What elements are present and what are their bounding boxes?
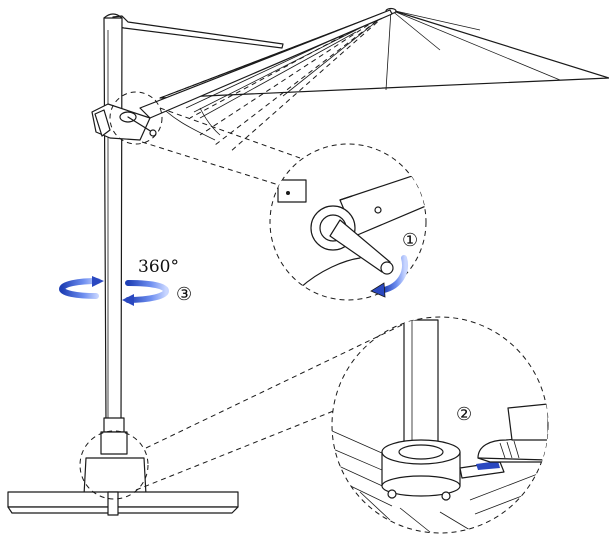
step-3-marker: ③ xyxy=(176,284,192,305)
base xyxy=(7,457,239,516)
base-callout-source xyxy=(79,430,149,500)
pedal-detail: ② xyxy=(331,316,549,534)
crank-callout-source xyxy=(109,91,163,145)
rotation-indicator: 360° ③ xyxy=(58,257,192,306)
step-1-marker: ① xyxy=(402,230,418,251)
cantilever-arm xyxy=(112,9,393,119)
crank-detail: ① xyxy=(269,143,427,301)
pole xyxy=(91,13,157,455)
step-2-marker: ② xyxy=(456,404,472,425)
rotation-label: 360° xyxy=(138,257,179,277)
